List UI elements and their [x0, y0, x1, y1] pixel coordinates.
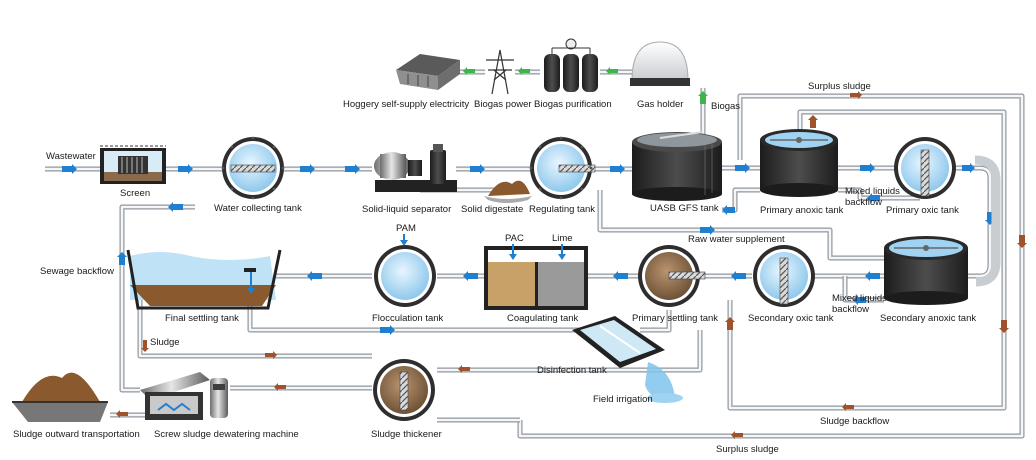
label-disinfection-tank: Disinfection tank: [537, 365, 607, 376]
elbow-pipe: [974, 155, 1001, 287]
water-collecting-tank-icon: [221, 136, 285, 200]
label-uasb-gfs-tank: UASB GFS tank: [650, 203, 719, 214]
biogas-purification-icon: [544, 38, 598, 92]
secondary-oxic-tank-icon: [753, 245, 815, 307]
label-sewage-backflow: Sewage backflow: [40, 266, 114, 277]
solid-liquid-separator-icon: [374, 144, 457, 192]
label-mixed-liquids-backflow-top-2: backflow: [845, 197, 882, 208]
label-solid-liquid-separator: Solid-liquid separator: [362, 204, 451, 215]
label-screen: Screen: [120, 188, 150, 199]
label-final-settling-tank: Final settling tank: [165, 313, 239, 324]
label-flocculation-tank: Flocculation tank: [372, 313, 444, 324]
flow-arrows: [62, 67, 1027, 439]
hoggery-building-icon: [396, 54, 460, 90]
primary-oxic-tank-icon: [894, 137, 956, 199]
label-pac: PAC: [505, 233, 524, 244]
label-mixed-liquids-backflow-top-1: Mixed liquids: [845, 186, 900, 197]
label-surplus-sludge-bottom: Surplus sludge: [716, 444, 779, 455]
gas-holder-icon: [630, 41, 690, 86]
label-primary-anoxic-tank: Primary anoxic tank: [760, 205, 844, 216]
sludge-thickener-icon: [373, 359, 435, 421]
label-sludge-backflow: Sludge backflow: [820, 416, 889, 427]
label-primary-settling-tank: Primary settling tank: [632, 313, 718, 324]
coagulating-tank-icon: [484, 244, 588, 310]
label-biogas: Biogas: [711, 101, 740, 112]
label-biogas-power: Biogas power: [474, 99, 532, 110]
label-sludge-thickener: Sludge thickener: [371, 429, 442, 440]
label-pam: PAM: [396, 223, 416, 234]
label-surplus-sludge-top: Surplus sludge: [808, 81, 871, 92]
label-secondary-oxic-tank: Secondary oxic tank: [748, 313, 834, 324]
sludge-transport-icon: [12, 372, 108, 422]
label-screw-dewatering: Screw sludge dewatering machine: [154, 429, 299, 440]
label-gas-holder: Gas holder: [637, 99, 683, 110]
power-tower-icon: [486, 49, 514, 95]
diagram-labels: Wastewater Screen Water collecting tank …: [13, 81, 976, 455]
screw-dewatering-machine-icon: [140, 372, 228, 420]
label-solid-digestate: Solid digestate: [461, 204, 523, 215]
primary-settling-tank-icon: [638, 245, 706, 307]
label-mixed-liquids-backflow-bottom-2: backflow: [832, 304, 869, 315]
label-secondary-anoxic-tank: Secondary anoxic tank: [880, 313, 976, 324]
label-hoggery-electricity: Hoggery self-supply electricity: [343, 99, 469, 110]
secondary-anoxic-tank-icon: [884, 236, 968, 305]
final-settling-tank-icon: [126, 249, 282, 310]
primary-anoxic-tank-icon: [760, 129, 838, 197]
uasb-gfs-tank-icon: [632, 131, 722, 201]
label-lime: Lime: [552, 233, 573, 244]
label-primary-oxic-tank: Primary oxic tank: [886, 205, 959, 216]
label-raw-water-supplement: Raw water supplement: [688, 234, 785, 245]
regulating-tank-icon: [529, 136, 596, 200]
screen-unit: [100, 145, 166, 184]
label-sludge: Sludge: [150, 337, 180, 348]
label-biogas-purification: Biogas purification: [534, 99, 612, 110]
disinfection-tank-icon: [572, 316, 683, 403]
solid-digestate-icon: [484, 180, 532, 203]
label-water-collecting-tank: Water collecting tank: [214, 203, 302, 214]
label-regulating-tank: Regulating tank: [529, 204, 595, 215]
flocculation-tank-icon: [374, 234, 436, 307]
label-coagulating-tank: Coagulating tank: [507, 313, 579, 324]
label-sludge-transport: Sludge outward transportation: [13, 429, 140, 440]
label-wastewater: Wastewater: [46, 151, 96, 162]
label-field-irrigation: Field irrigation: [593, 394, 653, 405]
label-mixed-liquids-backflow-bottom-1: Mixed liquids: [832, 293, 887, 304]
